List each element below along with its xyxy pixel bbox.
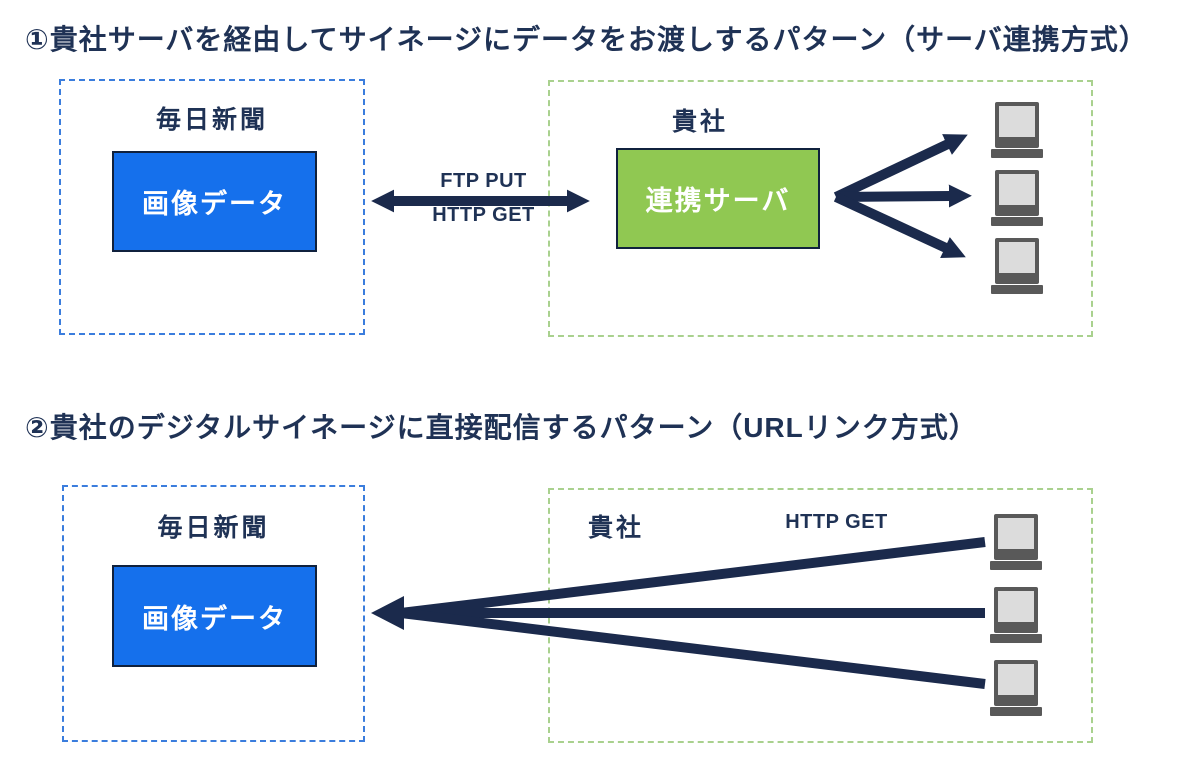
signage-screen <box>999 242 1035 273</box>
section1-mainichi-label: 毎日新聞 <box>155 106 268 134</box>
section2-kisha-label: 貴社 <box>588 514 645 542</box>
signage-base <box>990 707 1042 716</box>
section2-http-get-label: HTTP GET <box>785 511 888 533</box>
section2-image-data-label: 画像データ <box>142 603 287 634</box>
signage-body <box>994 660 1038 706</box>
signage-icon <box>991 102 1043 158</box>
section2-title: ②貴社のデジタルサイネージに直接配信するパターン（URLリンク方式） <box>25 412 978 443</box>
section2-mainichi-label: 毎日新聞 <box>157 514 270 542</box>
signage-base <box>990 561 1042 570</box>
signage-icon <box>990 587 1042 643</box>
section1-link-server-box: 連携サーバ <box>616 148 820 249</box>
signage-body <box>995 170 1039 216</box>
section1-signage-column <box>991 102 1043 294</box>
section1-title: ①貴社サーバを経由してサイネージにデータをお渡しするパターン（サーバ連携方式） <box>25 24 1148 55</box>
signage-screen <box>998 518 1034 549</box>
signage-screen <box>998 664 1034 695</box>
section2-image-data-box: 画像データ <box>112 565 317 667</box>
section1-ftp-put-label: FTP PUT <box>440 170 527 192</box>
signage-body <box>995 238 1039 284</box>
signage-body <box>995 102 1039 148</box>
section2-mainichi-group-box <box>62 485 365 742</box>
signage-icon <box>991 238 1043 294</box>
signage-screen <box>998 591 1034 622</box>
signage-icon <box>990 660 1042 716</box>
direct-arrowhead <box>371 596 404 630</box>
section2-signage-column <box>990 514 1042 716</box>
section1-http-get-label: HTTP GET <box>432 204 535 226</box>
signage-icon <box>991 170 1043 226</box>
section1-link-server-label: 連携サーバ <box>645 186 791 216</box>
signage-body <box>994 514 1038 560</box>
section1-kisha-label: 貴社 <box>671 108 728 136</box>
signage-body <box>994 587 1038 633</box>
signage-base <box>991 149 1043 158</box>
signage-screen <box>999 106 1035 137</box>
signage-base <box>991 217 1043 226</box>
signage-base <box>990 634 1042 643</box>
signage-icon <box>990 514 1042 570</box>
section1-image-data-label: 画像データ <box>142 189 287 219</box>
signage-base <box>991 285 1043 294</box>
signage-screen <box>999 174 1035 205</box>
section1-mainichi-group-box <box>59 79 365 335</box>
section1-image-data-box: 画像データ <box>112 151 317 252</box>
